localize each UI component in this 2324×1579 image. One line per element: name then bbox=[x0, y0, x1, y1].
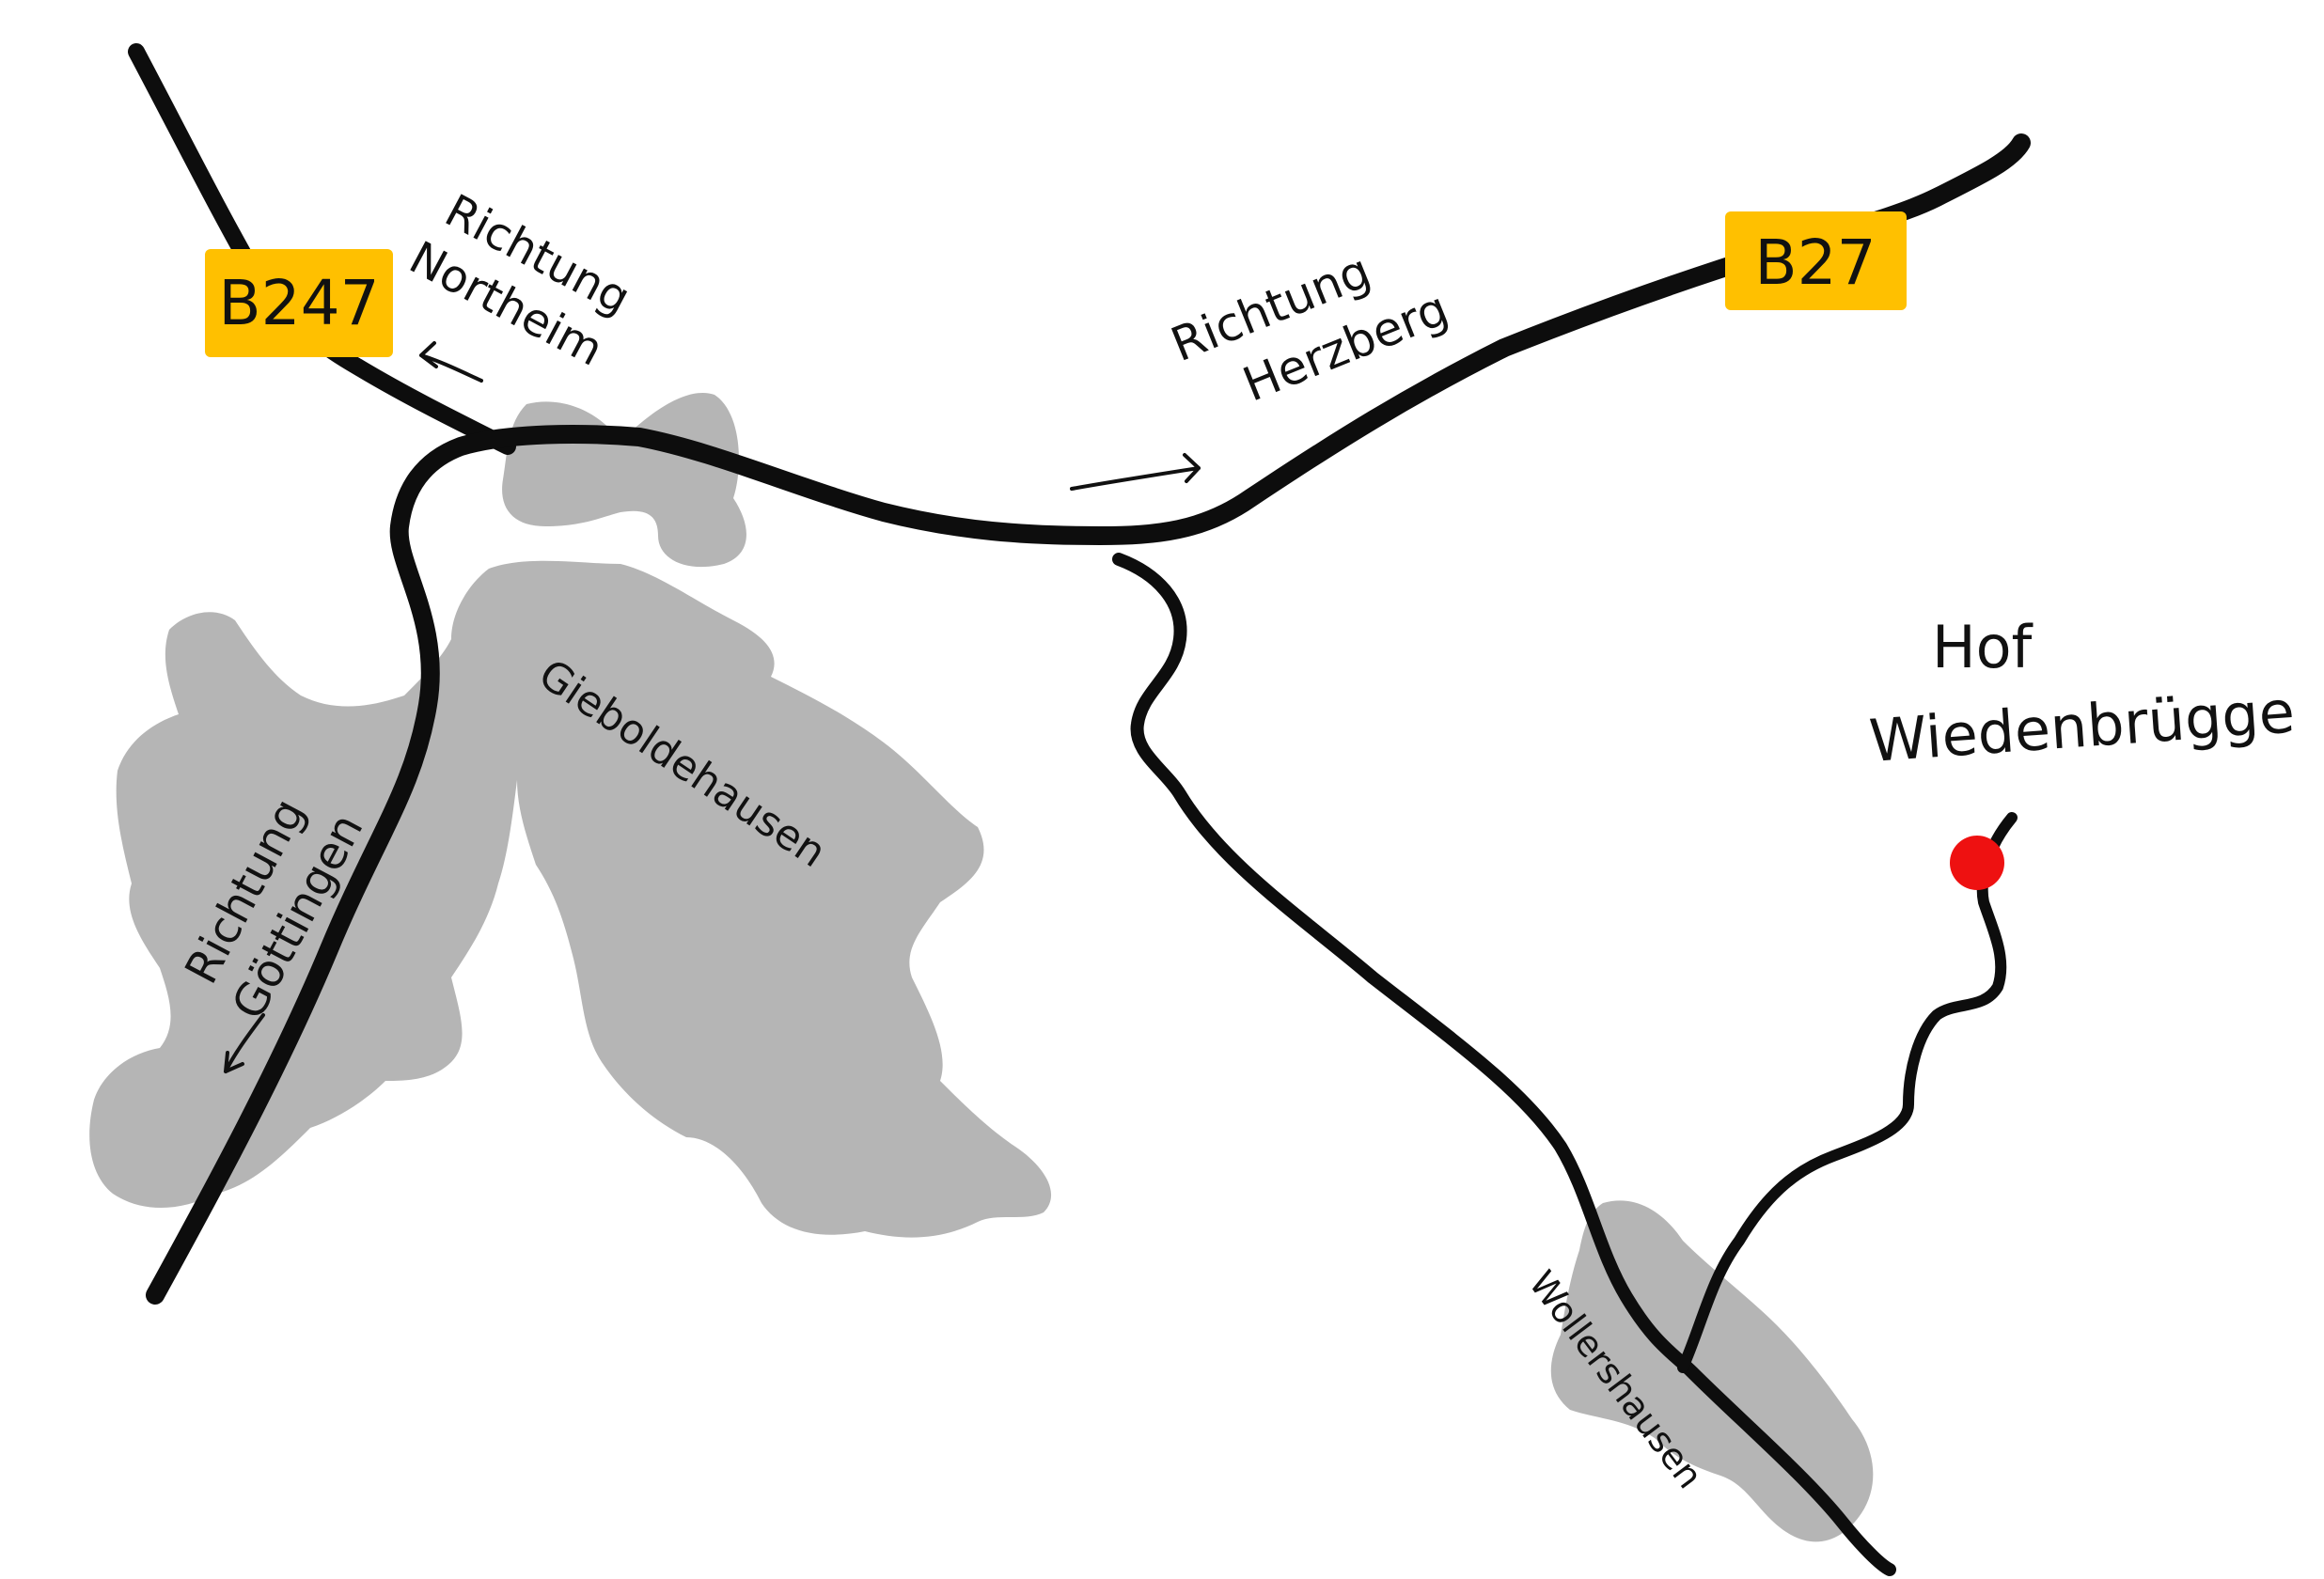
label-richtung-northeim: Richtung Northeim bbox=[400, 184, 638, 377]
road-wollershausen bbox=[1112, 553, 1896, 1576]
road-b247-south bbox=[146, 244, 1777, 1305]
road-sign-b27: B27 bbox=[1725, 211, 1907, 310]
road-sign-b247-label: B247 bbox=[218, 267, 379, 339]
road-sign-b247: B247 bbox=[205, 249, 393, 357]
road-sign-b27-label: B27 bbox=[1754, 227, 1876, 299]
arrow-right-icon bbox=[1070, 453, 1201, 491]
arrow-down-left-icon bbox=[224, 1013, 265, 1073]
town-area-wollershausen bbox=[1550, 1200, 1874, 1542]
road-to-hof bbox=[1677, 812, 2018, 1373]
town-area-gieboldehausen bbox=[89, 393, 1052, 1238]
direction-arrows bbox=[224, 341, 1201, 1073]
label-destination-line2: Wiedenbrügge bbox=[1867, 678, 2297, 775]
arrow-left-icon bbox=[419, 341, 483, 383]
destination-marker-icon[interactable] bbox=[1950, 836, 2004, 890]
label-destination-line1: Hof bbox=[1932, 613, 2034, 681]
label-hof-wiedenbruegge: Hof Wiedenbrügge bbox=[1867, 613, 2297, 775]
